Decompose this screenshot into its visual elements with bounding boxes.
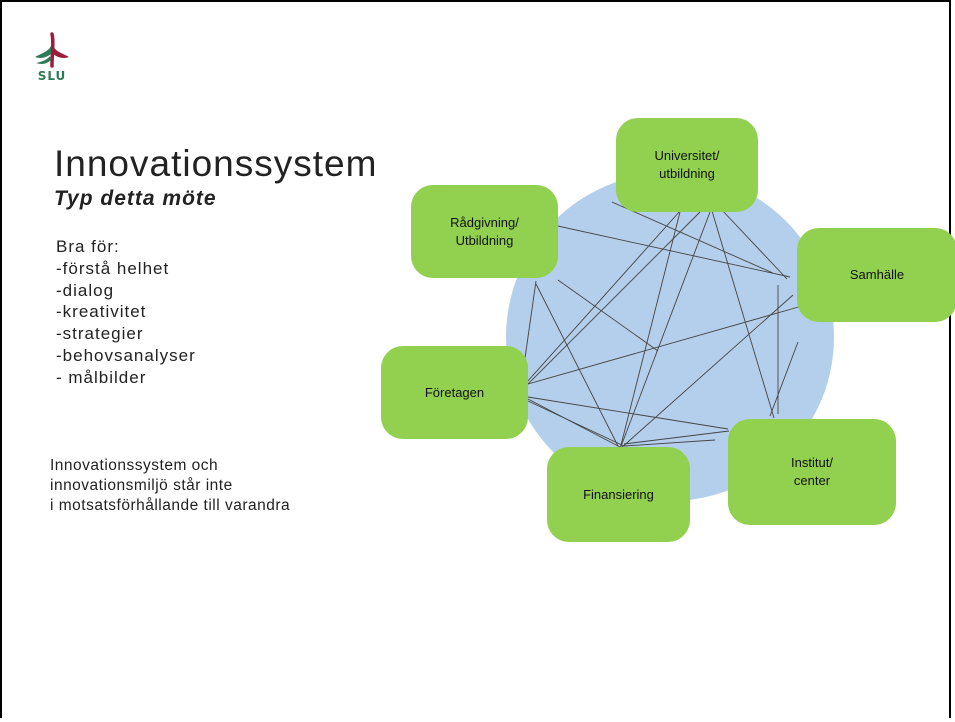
node-institut: Institut/ center: [728, 419, 896, 525]
benefit-item: - målbilder: [56, 367, 147, 387]
node-label: Rådgivning/ Utbildning: [450, 214, 519, 248]
node-label: Finansiering: [583, 486, 654, 502]
slu-emblem-icon: [35, 32, 69, 68]
note-text: Innovationssystem och innovationsmiljö s…: [50, 456, 290, 516]
connection-line: [517, 210, 681, 393]
node-samhalle: Samhälle: [797, 228, 955, 322]
note-line: i motsatsförhållande till varandra: [50, 497, 291, 514]
slide-subtitle: Typ detta möte: [54, 187, 217, 210]
benefits-heading: Bra för:: [56, 237, 120, 256]
node-universitet: Universitet/ utbildning: [616, 118, 758, 212]
connection-line: [619, 294, 794, 450]
connection-line: [527, 398, 621, 448]
connection-line: [623, 439, 716, 447]
benefit-item: -förstå helhet: [56, 258, 170, 278]
connection-line: [619, 211, 711, 450]
network-lines: [517, 201, 803, 450]
node-foretagen: Företagen: [381, 346, 528, 439]
node-label: Institut/ center: [791, 455, 833, 488]
connection-line: [557, 279, 659, 352]
connection-line: [611, 201, 774, 274]
logo-text: SLU: [37, 69, 67, 83]
connection-line: [527, 400, 625, 447]
benefit-item: -dialog: [56, 280, 115, 300]
benefit-item: -kreativitet: [56, 302, 147, 322]
slu-logo: SLU: [32, 32, 72, 83]
benefit-item: -behovsanalyser: [56, 345, 196, 365]
connection-line: [619, 211, 681, 450]
node-finansiering: Finansiering: [547, 447, 690, 542]
benefit-item: -strategier: [56, 324, 144, 344]
connection-line: [534, 220, 791, 278]
connection-line: [720, 208, 788, 280]
node-label: Företagen: [424, 384, 485, 400]
node-label: Samhälle: [849, 267, 905, 282]
note-line: innovationsmiljö står inte: [50, 477, 233, 494]
node-radgivning: Rådgivning/ Utbildning: [411, 185, 558, 278]
connection-line: [521, 211, 701, 391]
slide-title: Innovationssystem: [54, 143, 378, 184]
connection-line: [535, 283, 619, 447]
benefits-list: Bra för: -förstå helhet -dialog -kreativ…: [56, 236, 196, 389]
note-line: Innovationssystem och: [50, 457, 219, 474]
connection-line: [711, 210, 775, 419]
connection-line: [527, 305, 803, 385]
node-label: Universitet/ utbildning: [654, 148, 720, 181]
connection-line: [769, 341, 799, 417]
connection-line: [527, 396, 729, 430]
connection-line: [623, 430, 730, 445]
